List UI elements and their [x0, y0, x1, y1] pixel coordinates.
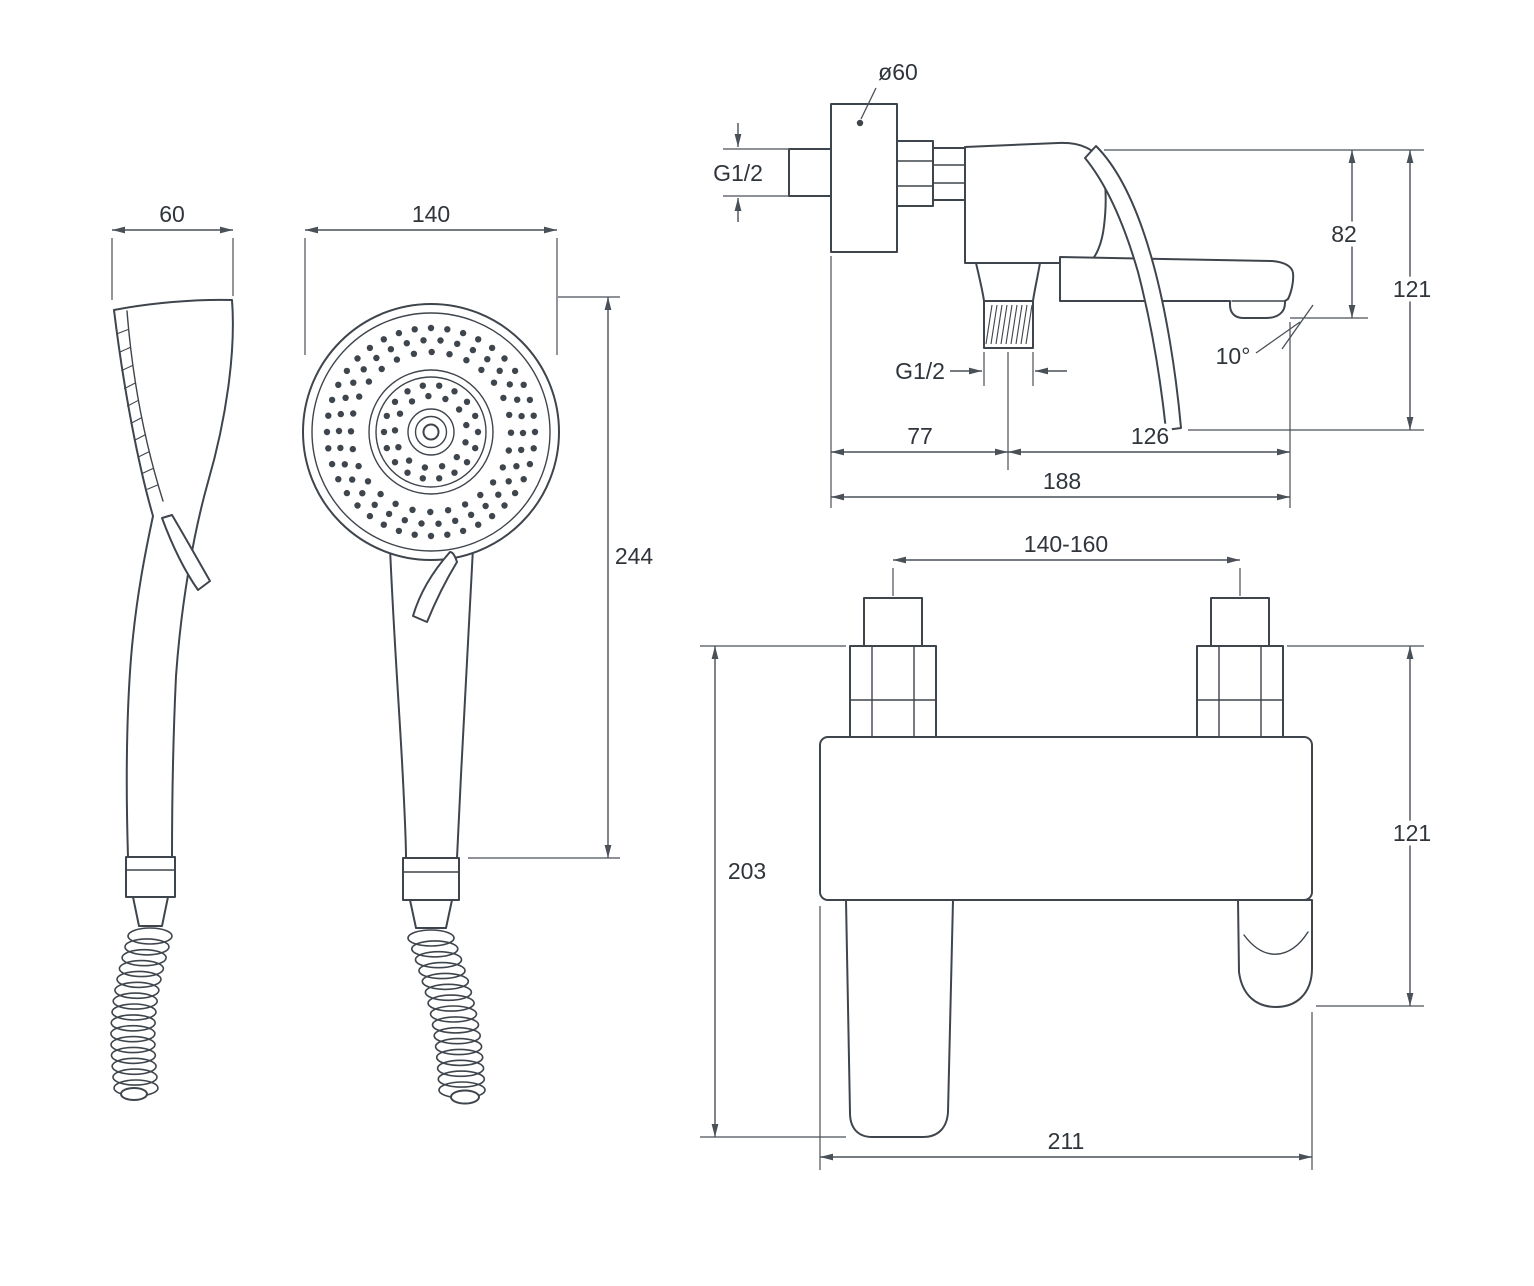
dim-label-126: 126	[1131, 423, 1169, 449]
mixer-side-view	[788, 103, 1295, 431]
holder-clip-side	[161, 514, 211, 591]
spout-side	[1059, 256, 1295, 319]
dim-reach: 188	[831, 464, 1290, 501]
dim-label-211: 211	[1048, 1128, 1085, 1154]
callout-escutcheon-diameter: ø60	[856, 55, 922, 127]
dim-hand-shower-length: 244	[468, 296, 658, 859]
dim-label-77: 77	[907, 423, 933, 449]
handle-connector	[125, 856, 176, 898]
dim-inlet-spacing: 140-160	[892, 527, 1241, 596]
dim-hand-shower-depth: 60	[111, 197, 234, 300]
wall-escutcheon	[830, 103, 898, 253]
spray-face-seam	[126, 310, 164, 502]
hose-nut	[409, 899, 453, 929]
mixer-body-front	[819, 736, 1313, 901]
dim-label-140: 140	[412, 201, 450, 227]
dim-label-244: 244	[615, 543, 654, 569]
dim-hand-shower-diameter: 140	[304, 197, 558, 355]
callout-spout-angle: 10°	[1211, 304, 1314, 374]
hose-nut	[132, 896, 169, 927]
label-wall-thread: G1/2	[713, 160, 763, 186]
spray-nozzle-dots	[323, 324, 539, 540]
mixer-front-view	[819, 597, 1313, 1138]
hand-shower-front-view	[302, 303, 560, 1105]
hose-outlet-thread	[983, 300, 1034, 349]
shower-head-center-hole	[422, 423, 440, 441]
dim-spout-drop: 82	[1104, 149, 1424, 319]
dim-front-width: 211	[819, 906, 1313, 1170]
dim-label-203: 203	[728, 858, 766, 884]
dim-front-drop: 203	[700, 645, 846, 1138]
locknut	[896, 140, 934, 207]
lever-handle-side	[1084, 145, 1182, 431]
dim-label-140-160: 140-160	[1024, 531, 1108, 557]
label-hose-thread: G1/2	[895, 358, 945, 384]
inlet-eccentric-left	[863, 597, 923, 647]
dim-wall-to-hose: 77	[830, 256, 1009, 508]
shower-hose-left	[110, 927, 173, 1097]
wall-inlet-square	[788, 148, 832, 197]
holder-clip-front	[412, 551, 458, 623]
shower-head-rim	[302, 303, 560, 561]
dim-wall-thread: G1/2	[709, 123, 789, 222]
shower-hose-right	[407, 929, 486, 1099]
dim-side-height: 121	[1188, 150, 1436, 431]
hose-end-fitting	[120, 1087, 148, 1101]
hose-end-fitting	[450, 1089, 480, 1105]
inlet-nut-left	[849, 645, 937, 738]
outlet-shoulder	[975, 262, 1041, 302]
dim-hose-to-spout: 126	[1008, 322, 1291, 508]
dim-label-60: 60	[159, 201, 185, 227]
inlet-eccentric-right	[1210, 597, 1270, 647]
inlet-nut-right	[1196, 645, 1284, 738]
label-escutcheon-diameter: ø60	[878, 59, 918, 85]
spray-face-hatch	[116, 328, 159, 490]
lever-handle-front	[845, 899, 954, 1138]
dim-label-121-front: 121	[1393, 820, 1431, 846]
handle-connector	[402, 857, 460, 901]
dim-hose-thread: G1/2	[891, 352, 1067, 389]
dim-label-82: 82	[1331, 221, 1357, 247]
hand-shower-side-outline	[113, 298, 234, 858]
hand-shower-side-view	[110, 298, 234, 1101]
mixer-body-side	[964, 141, 1107, 264]
connection-nut	[932, 147, 966, 201]
dim-label-188: 188	[1043, 468, 1081, 494]
thread-hatch	[985, 304, 1033, 345]
label-spout-angle: 10°	[1216, 343, 1251, 369]
dim-label-121-side: 121	[1393, 276, 1431, 302]
dim-front-height: 121	[1287, 645, 1436, 1007]
